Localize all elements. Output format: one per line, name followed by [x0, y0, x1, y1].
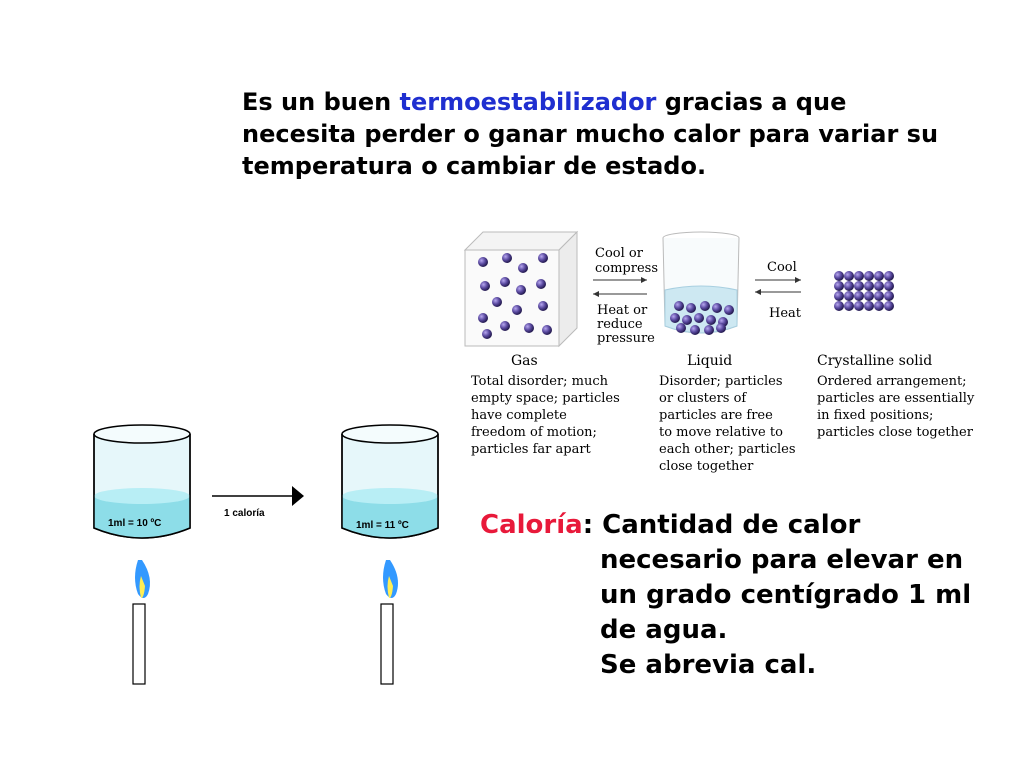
solid-particle — [844, 291, 854, 301]
gas-desc-line: have complete — [471, 408, 567, 423]
solid-particle — [854, 291, 864, 301]
arrow-right-bottom: Heat — [769, 306, 802, 321]
state-name-solid: Crystalline solid — [817, 353, 932, 369]
state-name-gas: Gas — [511, 353, 538, 369]
gas-desc-line: Total disorder; much — [471, 374, 609, 389]
definition-term: Caloría — [480, 510, 583, 540]
arrow-left-top-2: compress — [595, 261, 658, 276]
definition-separator: : — [582, 510, 603, 540]
calorie-definition: Caloría: Cantidad de calor necesario par… — [480, 508, 1000, 683]
liquid-desc-line: particles are free — [659, 408, 773, 423]
right-beaker-label: 1ml = 11 ºC — [356, 520, 409, 531]
heading-suffix: gracias a que necesita perder o ganar mu… — [242, 88, 939, 180]
solid-particle — [844, 271, 854, 281]
solid-particle — [864, 281, 874, 291]
solid-particle — [884, 301, 894, 311]
calorie-arrow: 1 caloría — [212, 486, 304, 519]
flame-icon — [383, 560, 398, 598]
arrow-left-bottom-1: Heat or — [597, 303, 648, 318]
definition-line: un grado centígrado 1 ml — [600, 580, 972, 610]
solid-particle — [854, 271, 864, 281]
liquid-beaker — [662, 231, 740, 335]
solid-desc-line: particles close together — [817, 425, 974, 440]
heading-text: Es un buen termoestabilizador gracias a … — [242, 86, 962, 182]
solid-particle — [864, 271, 874, 281]
solid-particle — [834, 301, 844, 311]
heading-highlight: termoestabilizador — [399, 88, 657, 116]
liquid-desc-line: or clusters of — [659, 391, 747, 406]
solid-particle — [884, 281, 894, 291]
right-candle — [380, 560, 398, 685]
right-beaker: 1ml = 11 ºC — [341, 424, 439, 539]
gas-box — [463, 230, 579, 348]
gas-desc-line: empty space; particles — [471, 391, 620, 406]
solid-particle — [874, 281, 884, 291]
gas-desc-line: freedom of motion; — [471, 425, 597, 440]
liquid-desc-line: to move relative to — [659, 425, 783, 440]
heading-prefix: Es un buen — [242, 88, 400, 116]
solid-particle — [864, 291, 874, 301]
left-beaker: 1ml = 10 ºC — [93, 424, 191, 539]
definition-line: Cantidad de calor — [602, 510, 861, 540]
flame-icon — [135, 560, 150, 598]
solid-particle — [884, 291, 894, 301]
beaker-experiment: 1ml = 10 ºC 1 caloría 1ml = 11 ºC — [93, 424, 439, 685]
liquid-desc-line: each other; particles — [659, 442, 796, 457]
solid-particle — [844, 301, 854, 311]
solid-particle — [834, 281, 844, 291]
solid-particles — [834, 271, 894, 311]
liquid-desc-line: close together — [659, 459, 754, 474]
arrow-right-top: Cool — [767, 260, 797, 275]
solid-particle — [834, 271, 844, 281]
gas-particles — [478, 253, 552, 339]
gas-desc-line: particles far apart — [471, 442, 592, 457]
solid-particle — [874, 291, 884, 301]
solid-particle — [864, 301, 874, 311]
solid-particle — [834, 291, 844, 301]
solid-desc-line: particles are essentially — [817, 391, 975, 406]
liquid-particles — [670, 301, 734, 335]
solid-particle — [854, 301, 864, 311]
arrow-left-bottom-3: pressure — [597, 331, 655, 346]
solid-particle — [844, 281, 854, 291]
solid-particle — [884, 271, 894, 281]
left-beaker-label: 1ml = 10 ºC — [108, 518, 161, 529]
solid-desc-line: Ordered arrangement; — [817, 374, 967, 389]
arrow-left-bottom-2: reduce — [597, 317, 643, 332]
solid-particle — [874, 301, 884, 311]
calorie-arrow-label: 1 caloría — [224, 508, 265, 519]
left-candle — [132, 560, 150, 685]
solid-desc-line: in fixed positions; — [817, 408, 933, 423]
arrow-left-top-1: Cool or — [595, 246, 644, 261]
liquid-desc-line: Disorder; particles — [659, 374, 783, 389]
definition-line: Se abrevia cal. — [600, 650, 817, 680]
definition-line: necesario para elevar en — [600, 545, 964, 575]
solid-particle — [874, 271, 884, 281]
solid-particle — [854, 281, 864, 291]
state-name-liquid: Liquid — [687, 353, 732, 369]
definition-line: de agua. — [600, 615, 728, 645]
phase-diagram: Cool or compress Heat or reduce pressure… — [463, 230, 975, 474]
